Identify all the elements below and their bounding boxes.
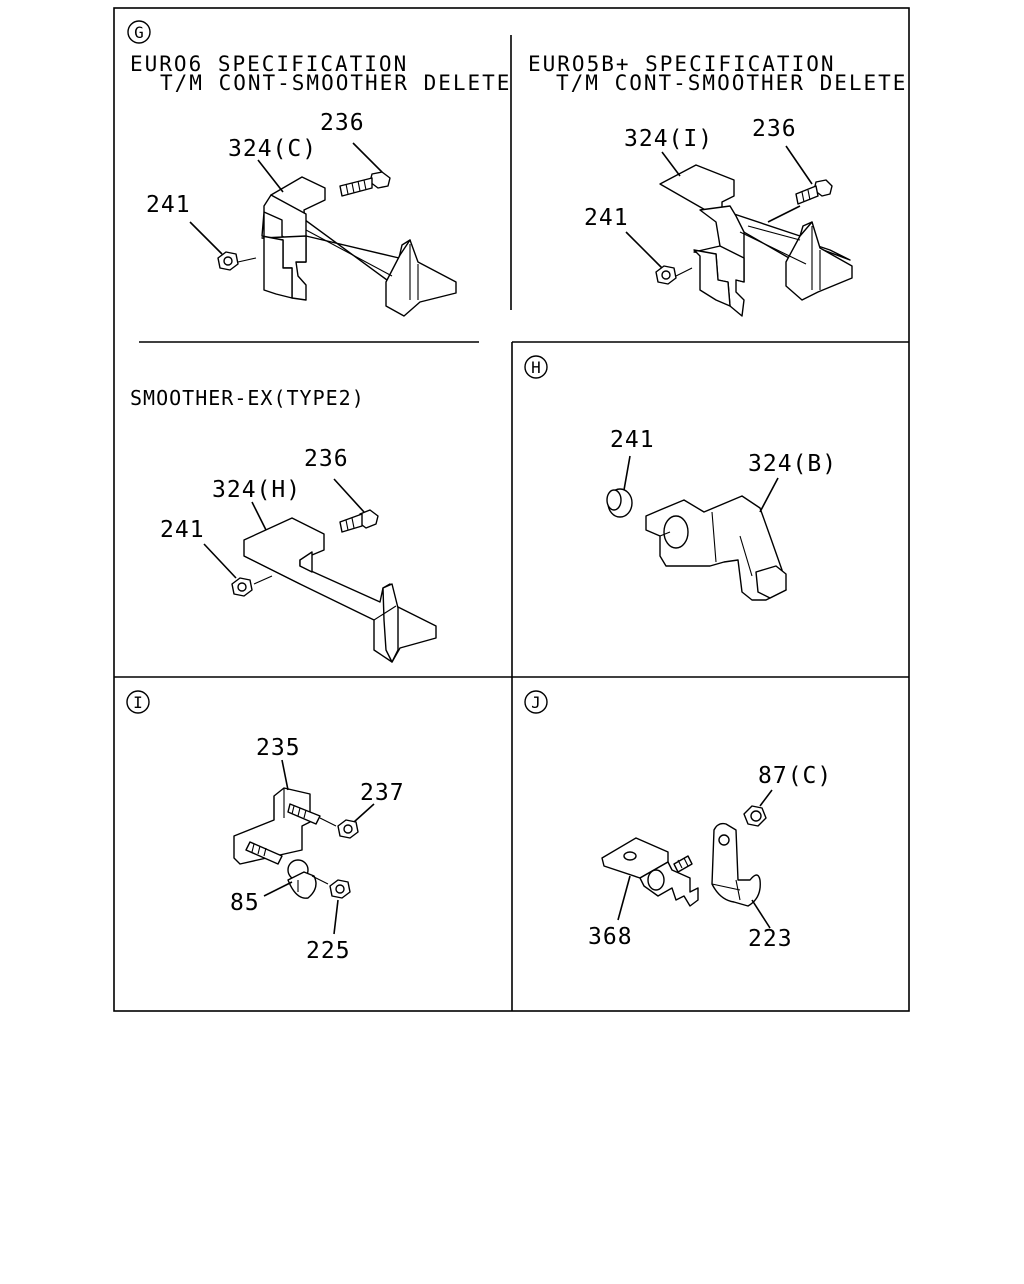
label-368: 368 [588,924,633,950]
bolt-236-right [767,145,833,223]
label-324c: 324(C) [228,136,317,162]
leader-235 [281,759,289,791]
panel-i-marker: I [126,690,150,714]
label-225: 225 [306,938,351,964]
nut-241-smoother [203,543,273,597]
label-85: 85 [230,890,260,916]
nut-237 [337,803,375,839]
euro5b-header-line1: EURO5B+ SPECIFICATION [528,52,836,76]
stud-upper [287,803,337,827]
panel-h: H 241 324(B) [524,355,837,601]
label-241-smoother: 241 [160,517,205,543]
panel-j: J 87(C) 368 223 [524,690,832,952]
label-87c: 87(C) [758,763,832,789]
euro6-header-line2: T/M CONT-SMOOTHER DELETE [160,71,511,95]
nut-225 [329,879,351,935]
panel-j-marker: J [524,690,548,714]
label-241-right: 241 [584,205,629,231]
label-324i: 324(I) [624,126,713,152]
panel-g-marker: G [127,20,151,44]
leader-324h [251,501,267,531]
bracket-324c [261,176,457,317]
label-324b: 324(B) [748,451,837,477]
smoother-title: SMOOTHER-EX(TYPE2) [130,386,365,410]
label-241-left: 241 [146,192,191,218]
bolt-236-left [339,142,391,197]
leader-324b [759,477,779,513]
panel-h-marker: H [524,355,548,379]
bolt-236-smoother [333,478,379,533]
panel-i-marker-letter: I [133,693,143,712]
leader-324i [661,151,681,177]
panel-j-marker-letter: J [531,693,541,712]
nut-241-right [625,231,693,285]
euro5b-header-line2: T/M CONT-SMOOTHER DELETE [556,71,907,95]
clip-85 [263,859,329,899]
label-236-right: 236 [752,116,797,142]
euro6-header-line1: EURO6 SPECIFICATION [130,52,408,76]
label-241-h: 241 [610,427,655,453]
panel-i: I [126,690,405,964]
label-324h: 324(H) [212,477,301,503]
bracket-324h [243,517,437,663]
label-236-smoother: 236 [304,446,349,472]
nut-87c [743,789,773,827]
label-236-left: 236 [320,110,365,136]
nut-241-h [606,455,633,518]
nut-241-left [189,221,257,271]
bracket-324i [659,164,853,317]
label-223: 223 [748,926,793,952]
diagram-frame [113,7,910,1012]
leader-324c [257,159,284,193]
panel-g-marker-letter: G [134,23,144,42]
panel-g: G EURO6 SPECIFICATION T/M CONT-SMOOTHER … [127,20,907,663]
bracket-368 [601,837,699,921]
label-237: 237 [360,780,405,806]
bracket-324b [645,495,787,601]
panel-h-marker-letter: H [531,358,541,377]
label-235: 235 [256,735,301,761]
clamp-223 [711,822,771,929]
stud-lower [245,841,283,865]
